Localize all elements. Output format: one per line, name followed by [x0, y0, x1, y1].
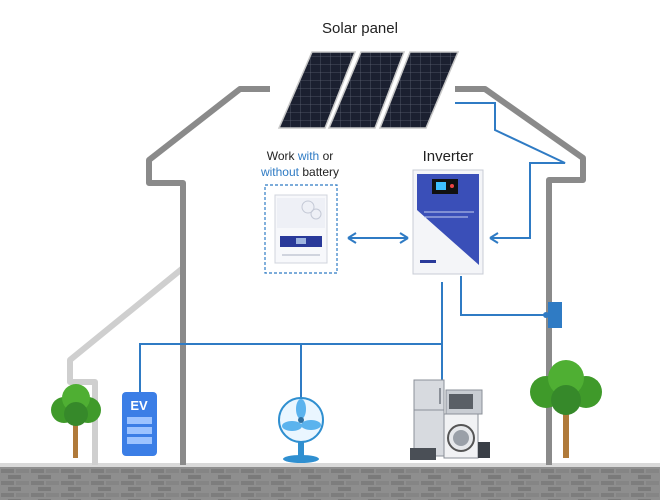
caption-without: without — [260, 165, 299, 179]
caption-with: with — [297, 149, 320, 163]
tree-icon — [530, 360, 602, 458]
inverter-icon — [412, 169, 484, 275]
arrow-battery-left — [347, 232, 357, 244]
battery-caption: Work with or without battery — [240, 148, 360, 180]
fan-icon — [278, 397, 324, 463]
arrow-to-inverter — [489, 232, 499, 244]
wiring — [139, 102, 566, 398]
meter-icon — [543, 302, 562, 328]
battery-icon — [264, 184, 338, 274]
appliances-icon — [410, 379, 490, 460]
wire-inverter-to-meter — [460, 276, 550, 316]
caption-battery: battery — [302, 165, 340, 179]
ground-strip — [0, 466, 660, 500]
caption-or: or — [322, 149, 334, 163]
wire-panel-to-inverter — [455, 102, 566, 239]
ev-label: EV — [130, 398, 148, 413]
caption-work: Work — [266, 149, 295, 163]
ev-charger-icon: EV — [122, 392, 157, 456]
inverter-label: Inverter — [422, 148, 474, 165]
solar-panel-icon — [277, 51, 460, 129]
house-roof-right — [455, 86, 586, 465]
arrow-battery-right — [399, 232, 409, 244]
house-outline — [146, 86, 270, 465]
wire-load-bus — [139, 282, 443, 392]
tree-icon — [51, 384, 101, 458]
ground-top — [0, 463, 660, 467]
solar-panel-label: Solar panel — [322, 20, 398, 37]
